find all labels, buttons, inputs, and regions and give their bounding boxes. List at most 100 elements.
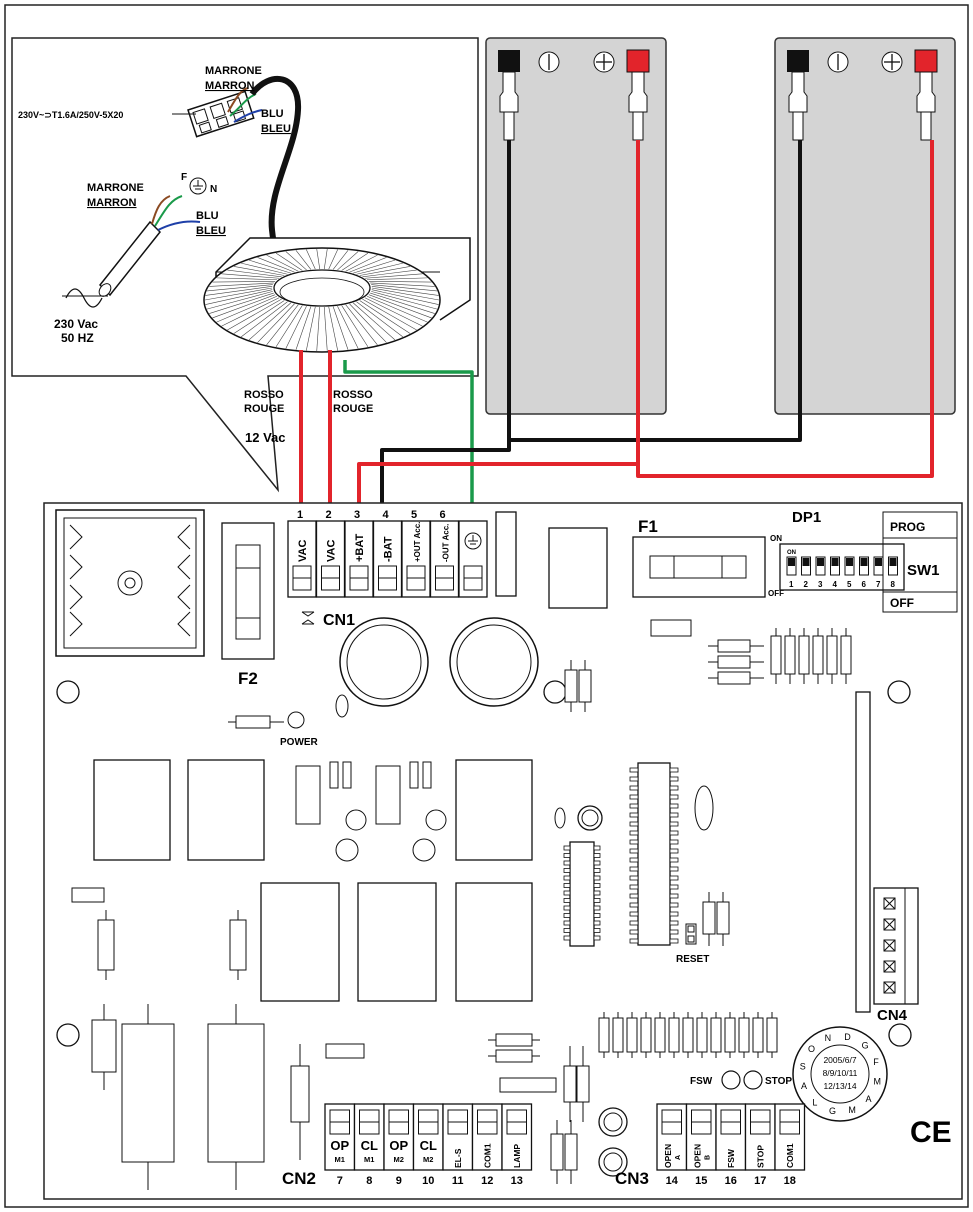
cn2-terminal-number: 13 xyxy=(511,1175,523,1187)
crystal xyxy=(694,785,714,831)
outer-frame xyxy=(4,4,969,1208)
dial-line-3: 12/13/14 xyxy=(823,1081,856,1091)
cn2-terminal-number: 10 xyxy=(422,1175,434,1187)
dip-switch-number: 4 xyxy=(833,580,838,589)
cn1-terminal-number: 4 xyxy=(383,509,390,521)
wiring xyxy=(299,140,934,520)
frequency-label: 50 HZ xyxy=(61,331,94,345)
cn2-terminal-label: COM1 xyxy=(482,1143,492,1168)
cn1-terminal: 3+BAT xyxy=(344,509,374,598)
cn1-label: CN1 xyxy=(323,612,355,629)
cn1-terminal-number: 2 xyxy=(326,509,332,521)
mains-cable-icon xyxy=(98,195,201,297)
component xyxy=(71,887,105,903)
marrone-bottom-label: MARRONE xyxy=(87,182,144,194)
resistor-group xyxy=(488,1033,590,1184)
n-label: N xyxy=(210,184,217,195)
cn3-terminal-number: 18 xyxy=(784,1175,796,1187)
resistor-pair xyxy=(564,660,592,712)
cn1-terminal-label: +BAT xyxy=(354,534,366,562)
cn2-terminal-number: 9 xyxy=(396,1175,402,1187)
dip-switch-lever[interactable]: 5 xyxy=(844,556,855,589)
dip-switch-number: 7 xyxy=(876,580,881,589)
capacitor-block xyxy=(495,511,517,597)
dip-switch-lever[interactable]: 8 xyxy=(888,556,898,589)
reset-jumper xyxy=(685,923,697,945)
cn3-terminal-number: 16 xyxy=(725,1175,737,1187)
off-label: OFF xyxy=(768,589,784,598)
relay xyxy=(455,882,533,1002)
relay xyxy=(260,882,340,1002)
dial-line-2: 8/9/10/11 xyxy=(823,1068,858,1078)
f-label: F xyxy=(181,172,187,183)
dip-switch-number: 8 xyxy=(891,580,896,589)
cn3-terminal-label: STOP xyxy=(755,1145,765,1168)
dial-letter: N xyxy=(825,1033,832,1043)
relay-square xyxy=(548,527,608,609)
cn1-terminal: 4-BAT xyxy=(372,509,403,598)
ac-source-icon xyxy=(62,288,108,308)
stop-led xyxy=(743,1070,763,1090)
ce-mark: CE xyxy=(910,1116,952,1149)
cn3-terminal-label: FSW xyxy=(726,1148,736,1168)
dial-letter: G xyxy=(829,1106,836,1116)
dial-letter: L xyxy=(812,1097,817,1107)
cn3-label: CN3 xyxy=(615,1169,649,1188)
dip-switch-lever[interactable]: 1 xyxy=(786,556,797,589)
dial-letter: A xyxy=(865,1094,871,1104)
cn2-terminal-number: 7 xyxy=(337,1175,343,1187)
dip-switch-lever[interactable]: 2 xyxy=(801,556,811,589)
cn2-terminal-label: EL-S xyxy=(453,1148,463,1168)
mount-hole xyxy=(888,1023,912,1047)
mount-hole xyxy=(56,1023,80,1047)
cn2-label: CN2 xyxy=(282,1169,316,1188)
blu-top-label: BLU xyxy=(261,108,284,120)
vac12-label: 12 Vac xyxy=(245,430,286,445)
dip-switch-number: 1 xyxy=(789,580,794,589)
voltage-label: 230 Vac xyxy=(54,317,98,331)
battery-2 xyxy=(774,37,956,415)
resistor-row xyxy=(598,1012,778,1058)
dial-letter: F xyxy=(873,1057,879,1067)
dial-letter: D xyxy=(844,1032,851,1042)
heat-sink xyxy=(55,509,205,657)
dial-letter: S xyxy=(800,1061,806,1071)
bleu-bottom-label: BLEU xyxy=(196,225,226,237)
dip-switch-lever[interactable]: 4 xyxy=(830,556,840,589)
dip-switch-lever[interactable]: 3 xyxy=(815,556,826,589)
dip-switch-number: 2 xyxy=(804,580,809,589)
dial-letter: M xyxy=(873,1077,881,1087)
toroidal-transformer xyxy=(203,237,471,353)
cn2-terminal-label: OP xyxy=(330,1138,349,1153)
marrone-top-label: MARRONE xyxy=(205,65,262,77)
mount-hole xyxy=(543,680,567,704)
cn2-terminal-sub: M1 xyxy=(364,1155,374,1164)
cn2-terminal-sub: M2 xyxy=(423,1155,433,1164)
dial-letter: G xyxy=(862,1041,869,1051)
cn1-terminal: 5+OUT Acc. xyxy=(401,509,431,598)
cn3-terminal-label: OPEN xyxy=(663,1144,673,1168)
cn1-terminal-label: VAC xyxy=(326,540,338,562)
dip-switch-number: 6 xyxy=(862,580,867,589)
dial-letter: M xyxy=(848,1105,856,1115)
dial-letter: A xyxy=(801,1081,807,1091)
cn1-terminal-label: VAC xyxy=(297,540,309,562)
cn3-terminal-number: 14 xyxy=(666,1175,679,1187)
power-label: POWER xyxy=(280,737,319,748)
dip-switch-lever[interactable]: 6 xyxy=(859,556,869,589)
resistor-group xyxy=(708,628,852,685)
component xyxy=(650,619,692,637)
cn3-terminal: 16 FSW xyxy=(715,1103,747,1187)
microcontroller-ic xyxy=(629,762,679,946)
dip-on-label: ON xyxy=(787,550,796,556)
fuse-f1 xyxy=(632,536,766,598)
